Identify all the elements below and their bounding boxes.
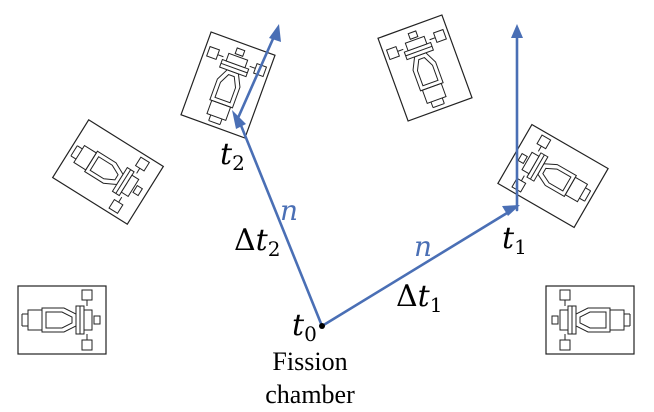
path-t1-exit — [511, 24, 523, 212]
label-t2: t2 — [220, 137, 245, 175]
fission-point — [319, 323, 325, 329]
label-delta-t1: Δt1 — [396, 279, 442, 317]
detector-far-left — [17, 285, 107, 355]
detector-upper-right — [497, 123, 609, 229]
path-to-t1 — [320, 205, 520, 328]
detector-far-right — [545, 285, 635, 355]
label-n-left: n — [280, 194, 298, 227]
fission-chamber-label-line1: Fission — [272, 347, 347, 376]
path-to-t2 — [232, 110, 324, 328]
detector-top-right — [377, 14, 473, 122]
label-t1: t1 — [502, 221, 527, 259]
detector-upper-left — [52, 119, 164, 225]
path-t2-exit — [236, 24, 281, 120]
label-delta-t2: Δt2 — [234, 223, 280, 261]
fission-chamber-label-line2: chamber — [265, 380, 355, 409]
detector-top-left — [180, 31, 276, 139]
label-n-right: n — [414, 230, 432, 263]
label-t0: t0 — [292, 308, 317, 346]
